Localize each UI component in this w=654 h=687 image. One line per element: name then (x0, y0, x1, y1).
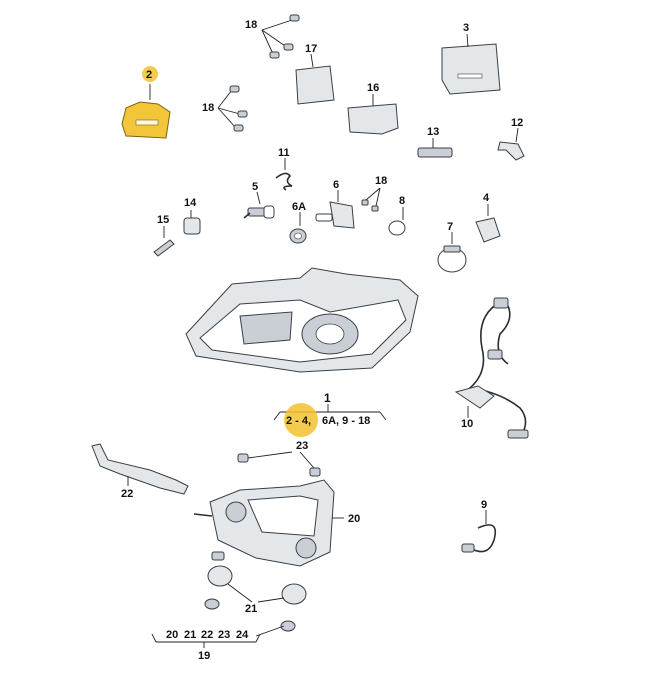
label-23: 23 (296, 440, 308, 452)
label-17: 17 (305, 43, 317, 55)
range-rest: 6A, 9 - 18 (322, 415, 370, 427)
headlight-housing (185, 267, 419, 373)
label-14: 14 (184, 197, 197, 209)
label-18-left: 18 (202, 102, 214, 114)
label-20: 20 (348, 513, 360, 525)
label-18-top: 18 (245, 19, 257, 31)
part-13-bulb-holder: 13 (417, 126, 453, 158)
part-9-cable: 9 (461, 499, 497, 553)
label-1: 1 (324, 391, 331, 405)
group19-item-4: 23 (218, 629, 230, 641)
label-10: 10 (461, 418, 473, 430)
label-6: 6 (333, 179, 339, 191)
part-21-adjusters: 21 (207, 551, 307, 615)
part-10-wiring-harness: 10 (454, 297, 529, 439)
label-7: 7 (447, 221, 453, 233)
part-15-pin: 15 (153, 214, 175, 257)
label-5: 5 (252, 181, 258, 193)
range-highlighted: 2 - 4, (286, 415, 311, 427)
label-13: 13 (427, 126, 439, 138)
label-8: 8 (399, 195, 405, 207)
part-16-cap: 16 (347, 82, 399, 135)
part-18-screws-left: 18 (202, 85, 248, 132)
label-19: 19 (198, 650, 210, 662)
part-22-bracket: 22 (91, 443, 189, 500)
label-2: 2 (146, 69, 152, 81)
part-6-xenon-bulb: 6 (315, 179, 355, 229)
part-3-cover-plate: 3 (441, 22, 501, 95)
part-17-cover: 17 (295, 43, 335, 105)
part-1-group: 1 2 - 4, 6A, 9 - 18 (273, 391, 387, 437)
label-21: 21 (245, 603, 257, 615)
part-7-bulb: 7 (437, 221, 467, 273)
label-3: 3 (463, 22, 469, 34)
part-5-bulb: 5 (243, 181, 275, 219)
group19-item-2: 21 (184, 629, 196, 641)
part-11-spring-clip: 11 (275, 147, 293, 191)
group19-item-5: 24 (236, 629, 249, 641)
group19-item-3: 22 (201, 629, 213, 641)
part-23-screws: 23 (237, 440, 321, 477)
part-6a-ring: 6A (289, 201, 307, 244)
part-small-screws-bottom (204, 598, 296, 632)
group19-item-1: 20 (166, 629, 178, 641)
label-15: 15 (157, 214, 169, 226)
part-4-socket: 4 (475, 192, 501, 243)
part-12-connector: 12 (497, 117, 525, 161)
label-9: 9 (481, 499, 487, 511)
part-18-screws-right: 18 (361, 175, 387, 212)
label-16: 16 (367, 82, 379, 94)
part-19-group: 20 21 22 23 24 19 (151, 625, 285, 662)
part-2-bracket: 2 (121, 66, 171, 139)
part-18-screws-top: 18 (245, 14, 300, 59)
label-6a: 6A (292, 201, 306, 213)
label-4: 4 (483, 192, 490, 204)
label-22: 22 (121, 488, 133, 500)
label-12: 12 (511, 117, 523, 129)
part-8-small-bulb: 8 (388, 195, 406, 236)
label-11: 11 (278, 147, 290, 159)
label-18-right: 18 (375, 175, 387, 187)
part-20-control-unit: 20 (193, 479, 360, 567)
part-14-adjuster: 14 (183, 197, 201, 235)
